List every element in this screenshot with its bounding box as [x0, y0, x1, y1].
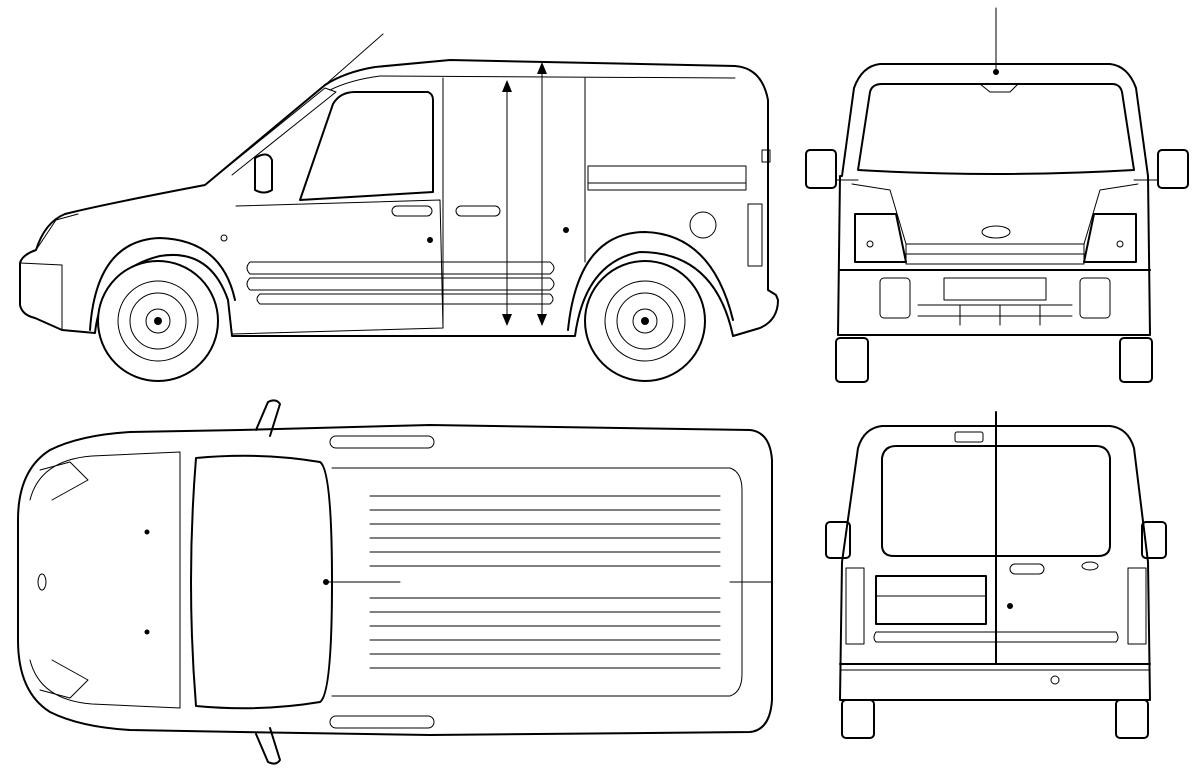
side-roof-line: [329, 75, 736, 91]
top-headlight-right: [39, 659, 89, 699]
front-number-plate: [943, 277, 1047, 301]
rear-tyre-left: [841, 699, 875, 739]
rear-mirror-left: [825, 521, 851, 559]
top-bonnet: [29, 451, 181, 709]
side-antenna: [324, 33, 384, 86]
rear-tyre-right: [1115, 699, 1149, 739]
rear-tail-light-left: [845, 567, 865, 645]
side-sliding-door-handle: [455, 205, 501, 217]
rear-badge: [1081, 561, 1099, 571]
side-rear-wheel: [584, 260, 706, 382]
front-view: [805, 7, 1189, 383]
side-sliding-lock: [563, 227, 569, 233]
front-tyre-left: [835, 337, 869, 383]
side-front-wheel: [97, 260, 219, 382]
side-dimension-arrows: [502, 62, 547, 326]
side-front-door: [231, 199, 444, 335]
side-cargo-rail: [587, 165, 747, 191]
top-rail-right: [329, 715, 435, 729]
side-door-lock: [427, 237, 433, 243]
side-mirror: [254, 153, 273, 194]
rear-mirror-right: [1141, 521, 1167, 559]
top-badge: [37, 573, 47, 591]
rear-door-lock: [1007, 603, 1013, 609]
rear-body-outline: [839, 425, 1151, 701]
rear-number-plate-recess: [875, 575, 987, 625]
top-rail-left: [329, 435, 435, 449]
side-front-door-handle: [391, 205, 433, 217]
rear-windows: [881, 445, 1111, 557]
side-bumper: [19, 262, 63, 331]
side-windscreen: [204, 87, 337, 186]
side-tail-light: [747, 203, 763, 267]
front-mirror-left: [805, 149, 837, 189]
side-body-outline: [19, 59, 779, 337]
side-rear-arch: [567, 231, 734, 331]
front-lower-grille: [917, 304, 1073, 326]
side-front-window: [299, 91, 434, 201]
top-mirror-left: [255, 399, 281, 437]
front-body-outline: [837, 63, 1151, 336]
top-headlight-left: [39, 461, 89, 501]
front-mirror-right: [1157, 149, 1189, 189]
front-windscreen: [857, 83, 1135, 175]
front-headlight-right: [1083, 213, 1137, 263]
front-fog-light-right: [1079, 277, 1111, 319]
rear-rub-strip: [873, 631, 1119, 643]
side-view: [19, 33, 779, 382]
side-sliding-door: [442, 77, 586, 329]
top-roof-ribs: [369, 495, 721, 669]
top-view: [17, 399, 773, 765]
front-badge: [981, 225, 1011, 239]
side-fuel-cap: [689, 211, 717, 239]
side-headlight: [35, 213, 79, 251]
side-mouldings: [246, 261, 555, 305]
rear-door-handle: [1009, 563, 1045, 575]
front-headlight-left: [854, 213, 907, 263]
side-marker: [220, 234, 228, 242]
top-windscreen: [190, 454, 333, 710]
top-mirror-right: [255, 727, 281, 765]
rear-view: [825, 411, 1167, 739]
front-fog-light-left: [879, 277, 911, 319]
side-front-arch: [89, 237, 236, 331]
front-tyre-right: [1119, 337, 1153, 383]
rear-brake-light: [954, 431, 984, 443]
top-body-outline: [17, 424, 773, 736]
rear-tail-light-right: [1127, 567, 1147, 645]
